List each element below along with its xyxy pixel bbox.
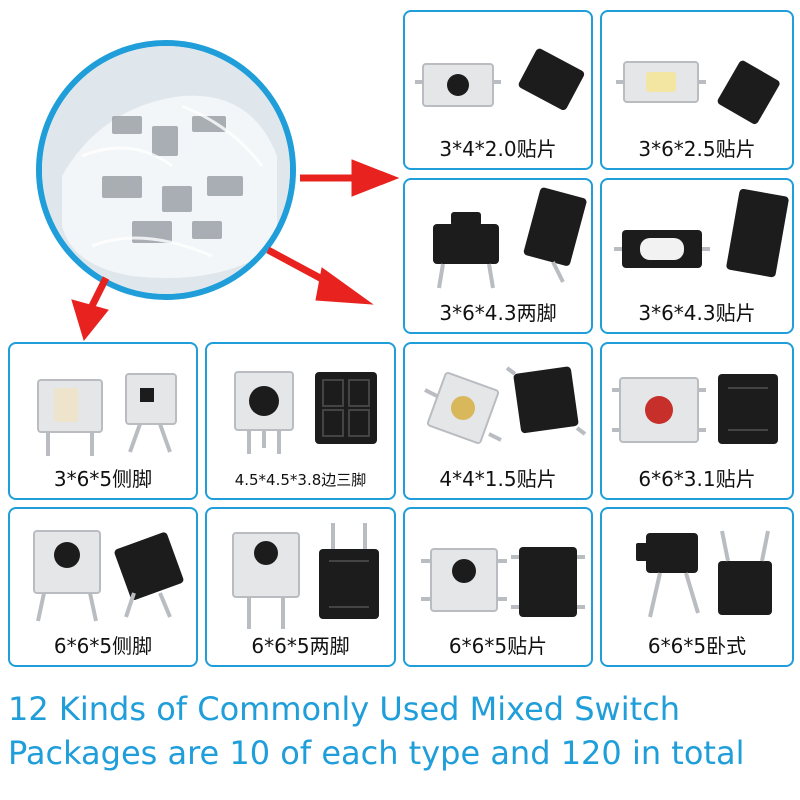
switch-card: 3*6*2.5贴片	[600, 10, 794, 170]
switch-illustration	[232, 523, 379, 629]
switch-label: 3*6*5侧脚	[53, 467, 153, 491]
switch-illustration	[636, 530, 772, 618]
switch-illustration	[612, 374, 778, 444]
caption-line-2: Packages are 10 of each type and 120 in …	[8, 734, 745, 772]
switch-card: 4*4*1.5贴片	[403, 342, 593, 500]
switch-bag-photo	[36, 40, 296, 300]
switch-label: 6*6*5侧脚	[53, 634, 153, 658]
switch-illustration	[234, 371, 377, 454]
switch-card: 6*6*5贴片	[403, 507, 593, 667]
switch-card: 3*4*2.0贴片	[403, 10, 593, 170]
switch-illustration	[616, 60, 780, 125]
switch-label: 3*6*2.5贴片	[638, 137, 756, 161]
arrow-right-head	[351, 159, 400, 197]
switch-card: 3*6*4.3贴片	[600, 178, 794, 334]
switch-label: 6*6*5两脚	[251, 634, 350, 658]
switch-illustration	[421, 547, 585, 617]
switch-card: 4.5*4.5*3.8边三脚	[205, 342, 396, 500]
caption-line-1: 12 Kinds of Commonly Used Mixed Switch	[8, 690, 681, 728]
switch-card: 6*6*3.1贴片	[600, 342, 794, 500]
switch-illustration	[33, 530, 184, 622]
switch-label: 6*6*5贴片	[448, 634, 548, 658]
switch-label: 4*4*1.5贴片	[439, 467, 557, 491]
arrow-diagonal-head	[315, 267, 374, 305]
switch-illustration	[433, 187, 587, 289]
switch-card: 3*6*5侧脚	[8, 342, 198, 500]
switch-card: 6*6*5卧式	[600, 507, 794, 667]
arrow-down-head	[71, 299, 109, 342]
switch-label: 6*6*5卧式	[647, 634, 747, 658]
switch-card: 6*6*5侧脚	[8, 507, 198, 667]
arrow-down	[88, 276, 110, 308]
switch-label: 3*4*2.0贴片	[439, 137, 557, 161]
switch-label: 3*6*4.3两脚	[439, 301, 557, 325]
switch-illustration	[424, 366, 587, 445]
switch-label: 3*6*4.3贴片	[638, 301, 756, 325]
switch-card: 6*6*5两脚	[205, 507, 396, 667]
switch-illustration	[415, 48, 585, 111]
bag-illustration	[42, 46, 290, 294]
switch-illustration	[37, 373, 177, 456]
switch-card: 3*6*4.3两脚	[403, 178, 593, 334]
switch-illustration	[614, 188, 789, 278]
switch-label: 6*6*3.1贴片	[638, 467, 756, 491]
switch-label: 4.5*4.5*3.8边三脚	[234, 471, 367, 489]
